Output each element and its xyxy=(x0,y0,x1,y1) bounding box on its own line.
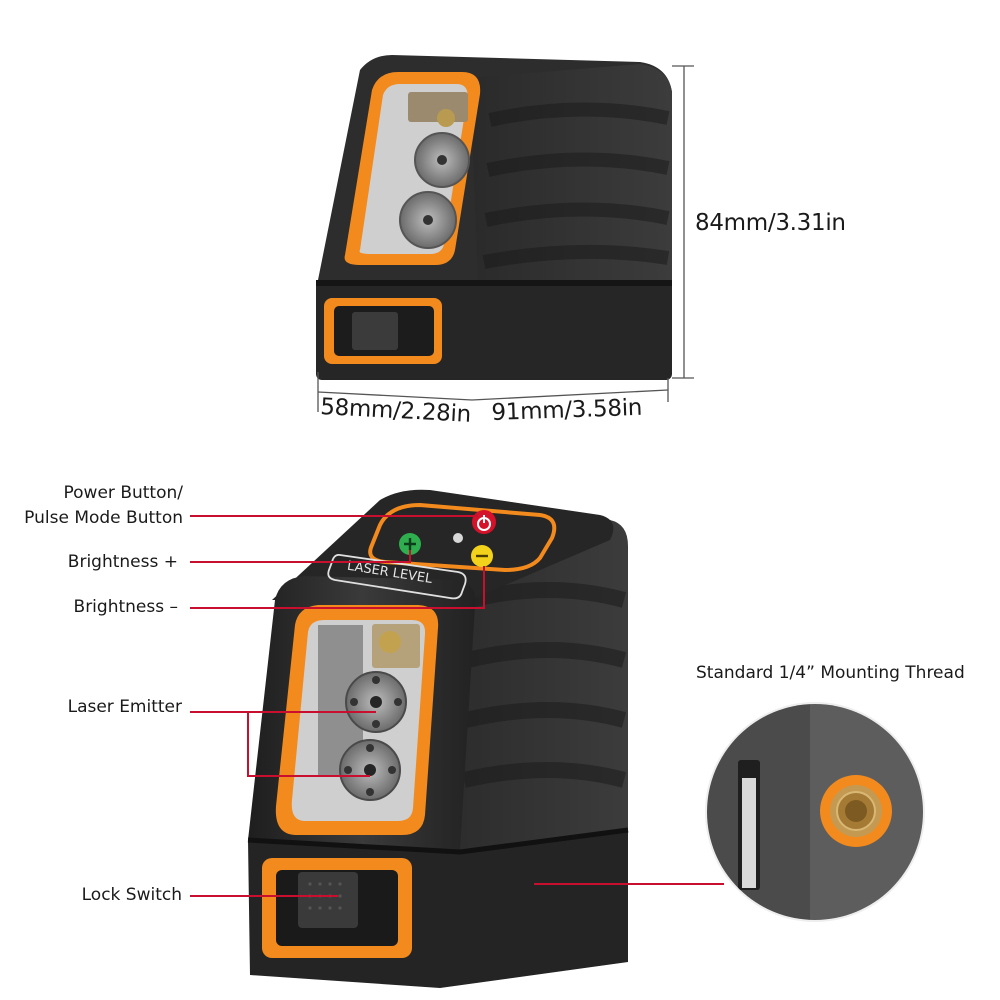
mounting-thread-label: Standard 1/4” Mounting Thread xyxy=(696,663,965,683)
laser-emitter-callout-lower xyxy=(247,712,370,777)
laser-emitter-label: Laser Emitter xyxy=(67,697,182,717)
device-labeled-view xyxy=(247,489,629,988)
laser-emitter-upper xyxy=(345,671,407,733)
device-top-view xyxy=(316,55,672,380)
brightness-plus-label: Brightness + xyxy=(67,552,178,572)
brightness-minus-button[interactable] xyxy=(471,545,493,567)
lock-switch-label: Lock Switch xyxy=(81,885,182,905)
power-button-label-line2: Pulse Mode Button xyxy=(24,508,183,528)
width-dimension-label: 91mm/3.58in xyxy=(491,394,643,426)
laser-emitter-lower xyxy=(339,739,401,801)
status-led xyxy=(453,533,463,543)
power-button-label-line1: Power Button/ xyxy=(63,483,183,503)
power-button-label: Power Button/ Pulse Mode Button xyxy=(24,481,183,531)
mounting-thread-zoom xyxy=(705,702,925,922)
mounting-thread-icon xyxy=(820,775,892,847)
power-button[interactable] xyxy=(472,510,496,534)
brightness-minus-label: Brightness – xyxy=(73,597,178,617)
dimension-lines xyxy=(317,65,694,412)
callout-lines xyxy=(190,515,724,897)
brightness-plus-button[interactable] xyxy=(399,533,421,555)
height-dimension-label: 84mm/3.31in xyxy=(695,210,846,236)
brightness-plus-callout-line xyxy=(190,550,411,563)
brightness-minus-callout-line xyxy=(190,566,485,609)
